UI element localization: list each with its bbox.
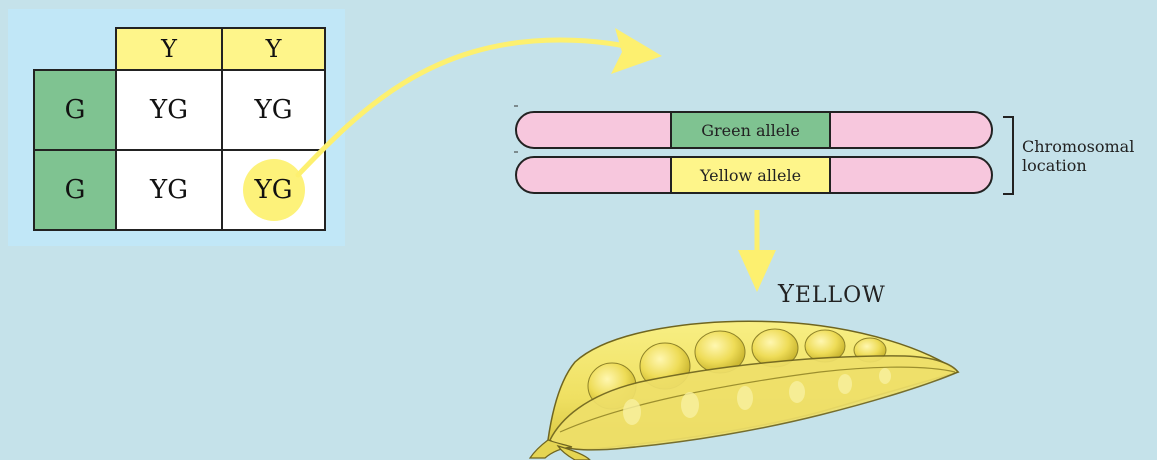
down-arrow xyxy=(738,210,776,292)
yellow-allele-label: Yellow allele xyxy=(671,157,830,193)
chromosomal-location-bracket xyxy=(1003,117,1013,194)
phenotype-rest: ELLOW xyxy=(795,283,886,308)
curved-arrow xyxy=(298,28,662,175)
phenotype-first-letter: Y xyxy=(778,280,795,308)
chromosomal-location-line2: location xyxy=(1022,156,1134,175)
green-allele-label: Green allele xyxy=(671,112,830,148)
chromosomal-location-line1: Chromosomal xyxy=(1022,137,1134,156)
yellow-pea-pod-illustration xyxy=(530,321,958,460)
chromosomal-location-label: Chromosomal location xyxy=(1022,137,1134,175)
phenotype-label: YELLOW xyxy=(778,280,886,308)
